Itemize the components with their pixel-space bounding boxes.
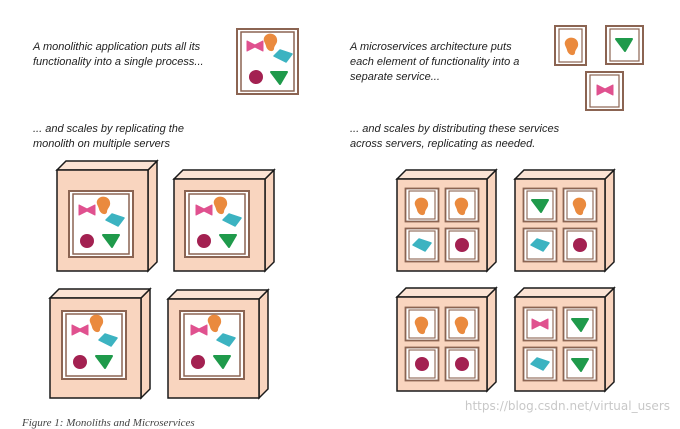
microservice-server-4 [513,286,616,393]
watermark: https://blog.csdn.net/virtual_users [464,399,670,413]
microservice-green [605,25,644,65]
maroon-circle-icon [415,357,429,371]
microservice-server-3 [395,286,498,393]
microservice-orange [554,25,587,66]
maroon-circle-icon [73,355,87,369]
figure-caption: Figure 1: Monoliths and Microservices [22,417,195,429]
maroon-circle-icon [197,234,211,248]
monolith-process [236,28,299,95]
monolith-server-2 [172,168,276,273]
maroon-circle-icon [80,234,94,248]
microservices-intro-text: A microservices architecture puts each e… [350,41,520,83]
microservice-servers [395,168,616,393]
monolith-intro-text: A monolithic application puts all its fu… [33,41,204,68]
maroon-circle-icon [455,357,469,371]
microservice-server-1 [395,168,498,273]
maroon-circle-icon [249,70,263,84]
monolith-server-4 [166,288,270,400]
maroon-circle-icon [573,238,587,252]
microservice-pink [585,71,624,111]
microservices-scale-text: ... and scales by distributing these ser… [350,123,560,150]
microservice-server-2 [513,168,616,273]
monolith-server-1 [55,159,159,273]
monolith-scale-text: ... and scales by replicating the monoli… [33,123,185,150]
monolith-server-3 [48,287,152,400]
maroon-circle-icon [191,355,205,369]
maroon-circle-icon [455,238,469,252]
